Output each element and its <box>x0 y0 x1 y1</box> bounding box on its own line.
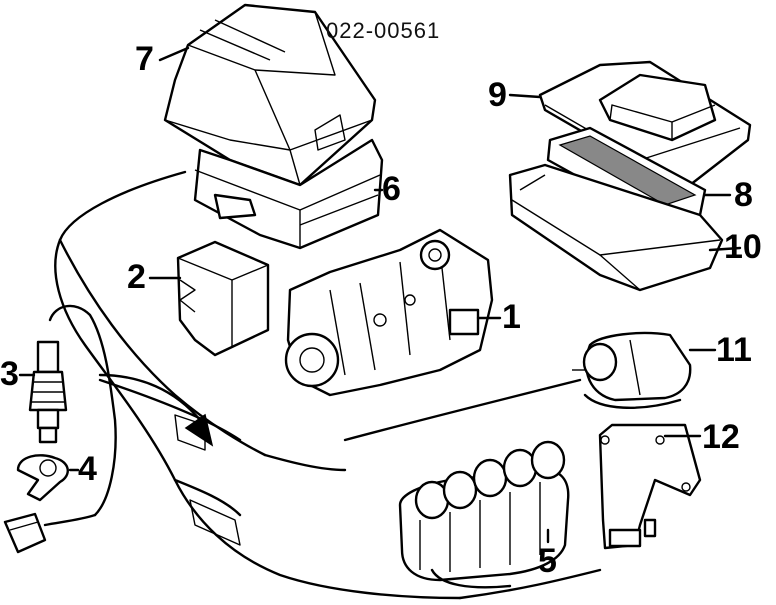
part-1-actuator-assembly <box>284 228 494 397</box>
part-12-mounting-bracket <box>598 423 702 550</box>
part-11-motor <box>572 331 692 409</box>
callout-7: 7 <box>135 40 154 78</box>
part-10-lower-tray <box>508 163 724 292</box>
callout-2: 2 <box>127 258 146 296</box>
direction-arrow <box>98 373 214 447</box>
callout-10: 10 <box>724 228 762 266</box>
part-5-coil-pack <box>398 440 570 589</box>
callout-4: 4 <box>78 450 97 488</box>
part-2-bracket <box>176 240 270 357</box>
part-9-top-cover <box>538 60 752 187</box>
part-7-air-cleaner-cover <box>163 3 377 187</box>
callout-1: 1 <box>502 298 521 336</box>
part-3-sensor <box>28 304 117 517</box>
part-6-air-cleaner-case <box>193 138 384 250</box>
reference-number: 022-00561 <box>326 18 441 43</box>
callout-11: 11 <box>716 331 752 369</box>
callout-9: 9 <box>488 76 507 114</box>
leader-lines <box>18 46 742 544</box>
part-4-clamp <box>16 454 69 502</box>
harness-connector <box>3 512 97 554</box>
callout-8: 8 <box>734 176 753 214</box>
callout-6: 6 <box>382 170 401 208</box>
callout-5: 5 <box>538 542 557 580</box>
callout-3: 3 <box>0 355 19 393</box>
callout-12: 12 <box>702 418 740 456</box>
